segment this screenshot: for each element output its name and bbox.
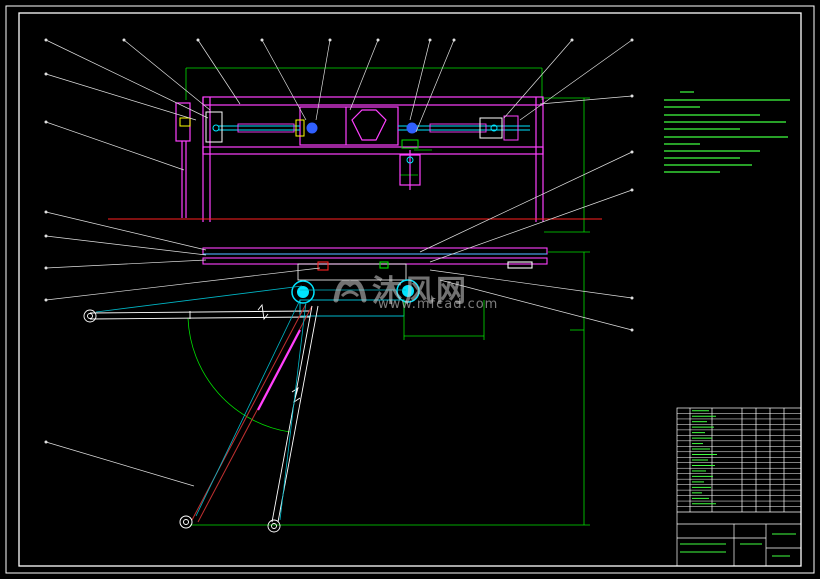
lead-screw-upper [218,123,530,133]
watermark-brand: 沐风网 [372,274,468,309]
title-block-text-marks [680,533,796,557]
upper-frame-assembly [175,96,544,222]
leader-number-dots [44,38,634,444]
lower-rail-beam [202,247,548,317]
technical-notes-block [664,91,790,173]
title-block [676,407,802,567]
diagonal-strut-right [267,305,319,533]
lower-dimension-lines [187,251,590,526]
cyan-guide-lines [95,285,406,521]
inner-frame [18,12,802,567]
watermark-logo-icon [333,279,367,303]
watermark-url: www.mfcad.com [378,297,499,312]
top-dimension-lines [185,67,590,233]
leader-lines [45,39,633,487]
bearing-blocks [179,111,519,164]
horizontal-arm [83,303,311,323]
pivot-wheels [291,279,420,304]
outer-frame [5,5,815,574]
parts-list-rows [677,410,801,507]
